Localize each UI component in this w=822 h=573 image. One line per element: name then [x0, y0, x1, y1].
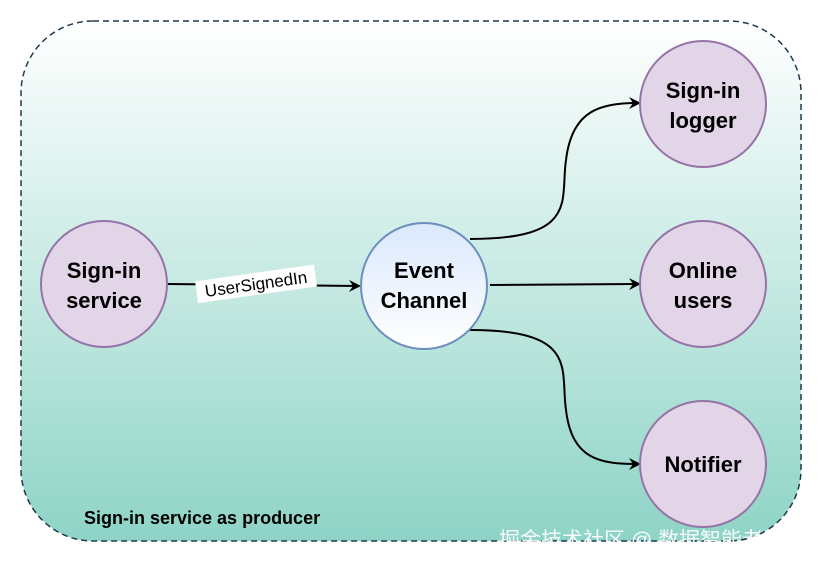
node-sign-in-service-label-line1: Sign-in — [67, 258, 142, 283]
node-sign-in-logger[interactable]: Sign-in logger — [639, 40, 767, 168]
node-sign-in-logger-shape — [639, 40, 767, 168]
edge-label-background — [195, 264, 317, 304]
edge-channel-to-logger — [469, 97, 641, 240]
node-online-users[interactable]: Online users — [639, 220, 767, 348]
node-event-channel[interactable]: Event Channel — [360, 222, 488, 350]
node-sign-in-logger-label-line1: Sign-in — [666, 78, 741, 103]
edge-channel-to-notifier — [469, 329, 641, 470]
node-online-users-label-line1: Online — [669, 258, 737, 283]
node-notifier[interactable]: Notifier — [639, 400, 767, 528]
node-sign-in-service-label-line2: service — [66, 288, 142, 313]
node-sign-in-service-shape — [40, 220, 168, 348]
node-event-channel-label-line2: Channel — [381, 288, 468, 313]
node-sign-in-service[interactable]: Sign-in service — [40, 220, 168, 348]
node-notifier-label: Notifier — [665, 452, 742, 477]
node-event-channel-shape — [360, 222, 488, 350]
node-notifier-shape — [639, 400, 767, 528]
watermark-text: 掘金技术社区 @ 数据智能老司机 — [499, 529, 805, 552]
node-sign-in-logger-label-line2: logger — [669, 108, 737, 133]
container-caption: Sign-in service as producer — [84, 508, 320, 528]
edge-channel-to-online-users — [489, 278, 641, 291]
node-event-channel-label-line1: Event — [394, 258, 455, 283]
node-online-users-label-line2: users — [674, 288, 733, 313]
node-online-users-shape — [639, 220, 767, 348]
